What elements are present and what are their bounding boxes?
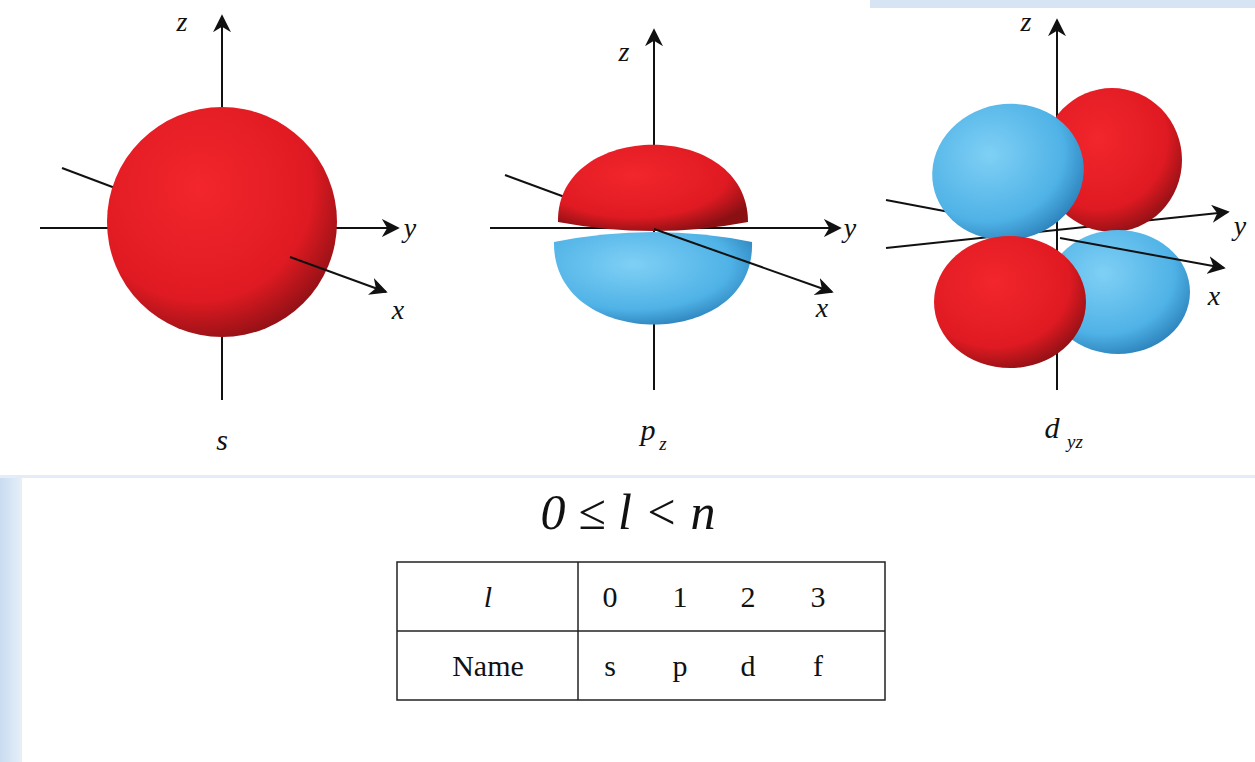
- axis-label: y: [844, 214, 856, 242]
- table-header: Name: [452, 651, 524, 681]
- axis-label: x: [816, 294, 828, 322]
- table-grid: [397, 562, 885, 700]
- s-orbital-sphere: [107, 107, 337, 337]
- orbital-caption: d: [1045, 413, 1060, 443]
- axis-label: x: [392, 296, 404, 324]
- slide-strip: [870, 0, 1255, 8]
- table-cell: f: [813, 651, 823, 681]
- caption-subscript: z: [659, 434, 666, 453]
- table-cell: p: [673, 651, 688, 681]
- axis-label: y: [404, 214, 416, 242]
- p-orbital-lobe: [554, 232, 752, 325]
- axis-label: z: [619, 38, 630, 66]
- orbital-caption: p: [641, 415, 656, 445]
- table-cell: 3: [811, 582, 826, 612]
- table-header: l: [484, 582, 492, 612]
- orbital-caption: s: [216, 425, 228, 455]
- axis-label: z: [177, 8, 188, 36]
- axis-label: x: [1208, 282, 1220, 310]
- d-orbital-lobe: [921, 92, 1094, 252]
- axes: [490, 30, 840, 390]
- table-cell: 0: [603, 582, 618, 612]
- table-cell: 2: [741, 582, 756, 612]
- table-cell: 1: [673, 582, 688, 612]
- x-axis: [1060, 238, 1224, 268]
- x-axis: [290, 257, 386, 292]
- slide-strip: [0, 475, 1255, 478]
- slide-strip: [0, 478, 22, 762]
- table-cell: d: [741, 651, 756, 681]
- axes: [40, 16, 398, 400]
- x-axis: [654, 229, 832, 292]
- axes: [886, 20, 1228, 390]
- axis-label: z: [1021, 8, 1032, 36]
- axis-label: y: [1234, 212, 1246, 240]
- formula: 0 ≤ l < n: [540, 487, 715, 537]
- caption-subscript: yz: [1067, 432, 1083, 451]
- p-orbital-lobe: [558, 145, 748, 231]
- d-orbital-lobe: [934, 236, 1086, 368]
- table-cell: s: [604, 651, 616, 681]
